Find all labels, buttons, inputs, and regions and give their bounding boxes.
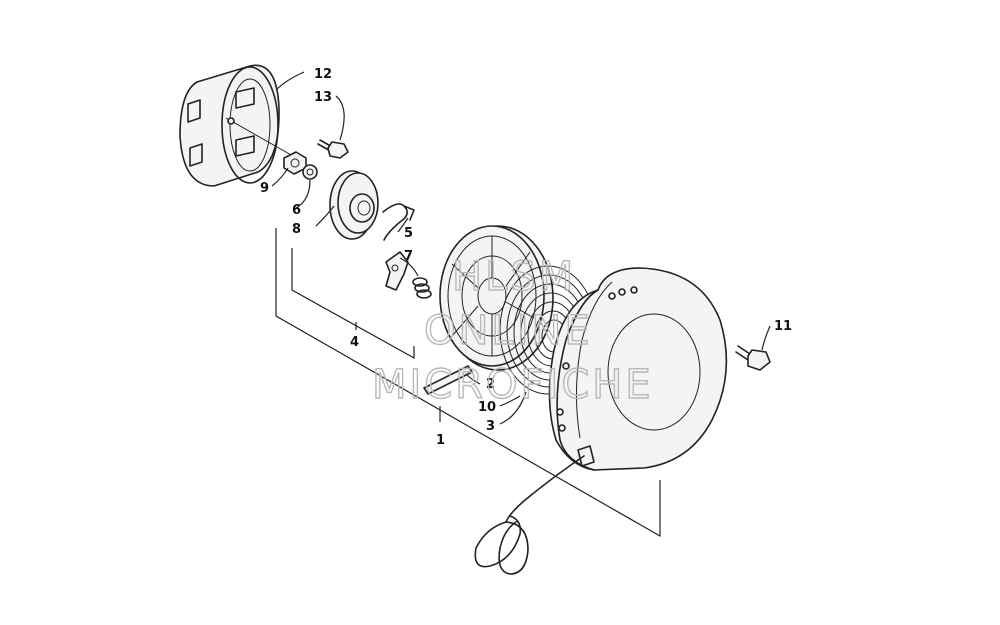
pull-rope-part [474,455,585,575]
callout-4: 4 [350,335,359,350]
callout-1: 1 [436,433,445,448]
watermark-line-1: HLSM [452,254,576,300]
rope-pulley-part [439,225,554,371]
ratchet-pawl-part [385,251,409,291]
starter-housing-part [548,267,728,471]
watermark-line-3: MICROFICHE [372,362,654,408]
callout-6: 6 [292,203,301,218]
callout-leaders [271,71,771,425]
callout-labels: 12 13 9 6 8 5 7 4 2 10 3 1 11 [260,67,792,448]
coil-spring-part-7 [412,277,432,299]
washer-part-6 [302,164,318,180]
callout-13: 13 [314,90,332,105]
assembly-bracket-lines [275,228,661,538]
callout-2: 2 [486,377,495,392]
callout-12: 12 [314,67,332,82]
watermark-line-2: ONLINE [424,308,593,354]
callout-7: 7 [404,249,413,264]
spring-wire-part-5 [382,203,415,241]
callout-8: 8 [292,222,301,237]
friction-plate-part-8 [329,170,379,240]
callout-10: 10 [478,400,496,415]
callout-9: 9 [260,181,269,196]
callout-11: 11 [774,319,792,334]
watermark: HLSM ONLINE MICROFICHE [371,253,654,408]
callout-5: 5 [404,226,413,241]
bolt-part-13 [317,139,349,159]
shaft-part-2 [423,365,473,395]
bolt-part-11 [735,345,771,371]
callout-3: 3 [486,419,495,434]
starter-cup-part [179,64,301,187]
